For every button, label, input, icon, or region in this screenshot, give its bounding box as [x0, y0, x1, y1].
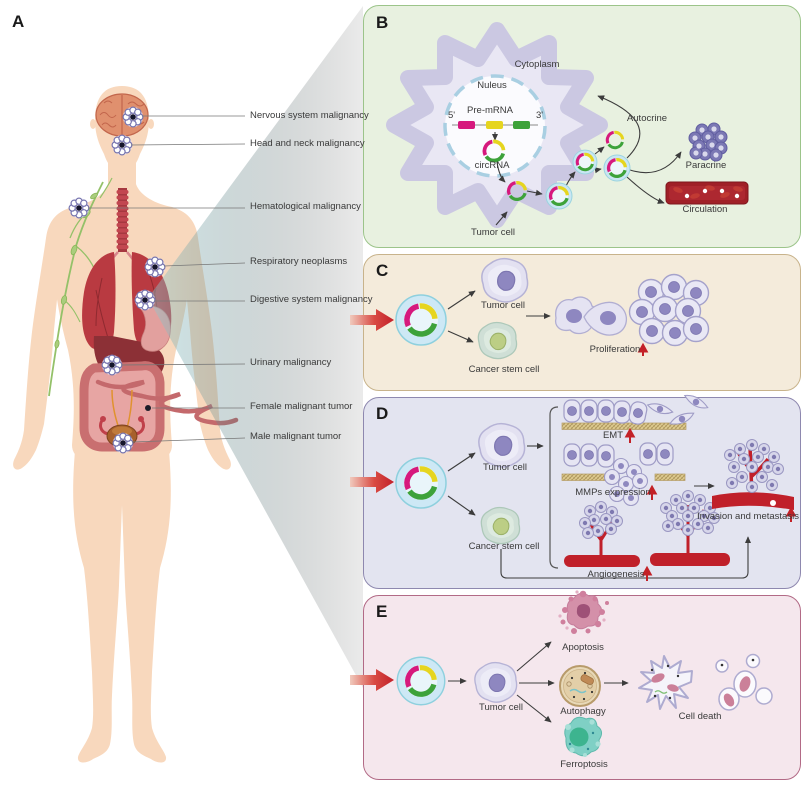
- label-circulation: Circulation: [682, 204, 728, 215]
- label-tumor-cell-b: Tumor cell: [471, 227, 515, 238]
- panel-d-letter: D: [376, 404, 389, 423]
- label-nucleus: Nuleus: [477, 80, 507, 91]
- label-cytoplasm: Cytoplasm: [514, 59, 560, 70]
- lymphatic-system-illustration: [48, 177, 113, 397]
- label-cancer-stem-cell-c: Cancer stem cell: [468, 364, 540, 375]
- label-nervous-system: Nervous system malignancy: [250, 110, 369, 121]
- brain-illustration: [95, 93, 149, 137]
- label-cell-death: Cell death: [678, 711, 722, 722]
- zoom-beam: [148, 6, 363, 688]
- label-digestive: Digestive system malignancy: [250, 294, 373, 305]
- label-invasion-metastasis: Invasion and metastasis: [697, 511, 799, 522]
- panel-e-letter: E: [376, 602, 388, 621]
- label-angiogenesis: Angiogenesis: [587, 569, 645, 580]
- label-autophagy: Autophagy: [560, 706, 606, 717]
- tumor-markers: [68, 106, 166, 454]
- label-female-tumor: Female malignant tumor: [250, 401, 353, 412]
- label-tumor-cell-d: Tumor cell: [483, 462, 527, 473]
- label-apoptosis: Apoptosis: [562, 642, 604, 653]
- label-tumor-cell-c: Tumor cell: [481, 300, 525, 311]
- lungs-illustration: [82, 251, 172, 352]
- label-cancer-stem-cell-d: Cancer stem cell: [468, 541, 540, 552]
- label-respiratory: Respiratory neoplasms: [250, 256, 348, 267]
- trachea-illustration: [116, 188, 129, 252]
- label-head-neck: Head and neck malignancy: [250, 138, 365, 149]
- label-urinary: Urinary malignancy: [250, 357, 332, 368]
- label-mmps-expression: MMPs expression: [575, 487, 651, 498]
- liver-illustration: [93, 336, 165, 386]
- label-circrna: circRNA: [474, 160, 510, 171]
- label-emt: EMT: [602, 430, 624, 441]
- label-five-prime: 5': [448, 110, 456, 121]
- label-male-tumor: Male malignant tumor: [250, 431, 342, 442]
- human-body-illustration: [13, 86, 239, 763]
- label-ferroptosis: Ferroptosis: [560, 759, 608, 770]
- female-tumor-dot: [145, 405, 151, 411]
- label-three-prime: 3': [536, 110, 544, 121]
- label-tumor-cell-e: Tumor cell: [479, 702, 523, 713]
- label-lines: [88, 115, 246, 443]
- label-paracrine: Paracrine: [685, 160, 727, 171]
- label-hematological: Hematological malignancy: [250, 201, 361, 212]
- panel-b-letter: B: [376, 13, 389, 32]
- label-autocrine: Autocrine: [626, 113, 668, 124]
- panel-b-biogenesis: [363, 5, 801, 248]
- panel-a-letter: A: [12, 12, 25, 31]
- panel-c-letter: C: [376, 261, 389, 280]
- bladder-illustration: [99, 416, 145, 448]
- label-proliferation: Proliferation: [589, 344, 641, 355]
- label-pre-mrna: Pre-mRNA: [467, 105, 513, 116]
- intestines-illustration: [79, 361, 239, 452]
- panel-c-proliferation: [363, 254, 801, 391]
- panel-e-cell-death: [363, 595, 801, 780]
- stomach-illustration: [139, 305, 171, 352]
